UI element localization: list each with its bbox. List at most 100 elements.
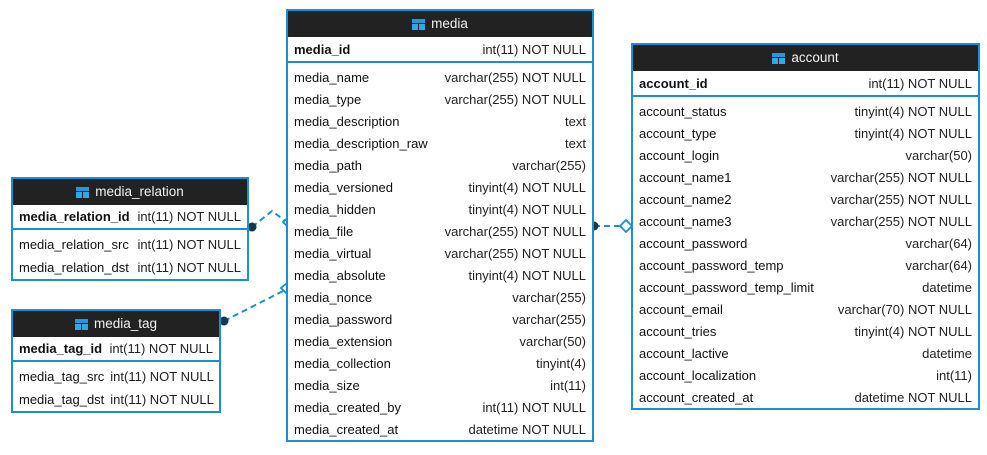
entity-title: media_relation xyxy=(95,184,184,199)
entity-account[interactable]: account account_id int(11) NOT NULL acco… xyxy=(631,43,980,410)
field-row[interactable]: account_name2 varchar(255) NOT NULL xyxy=(633,188,978,210)
field-row[interactable]: media_file varchar(255) NOT NULL xyxy=(288,220,592,242)
field-type: varchar(255) NOT NULL xyxy=(830,213,972,229)
field-name: account_name2 xyxy=(639,191,732,207)
field-row-primary-key[interactable]: media_relation_id int(11) NOT NULL xyxy=(13,205,247,230)
field-row[interactable]: account_login varchar(50) xyxy=(633,144,978,166)
field-name: media_tag_src xyxy=(19,369,105,384)
field-name: account_login xyxy=(639,147,720,163)
field-name: media_tag_id xyxy=(19,341,103,356)
field-type: int(11) NOT NULL xyxy=(137,237,241,252)
field-row[interactable]: account_password_temp_limit datetime xyxy=(633,276,978,298)
field-row[interactable]: media_created_by int(11) NOT NULL xyxy=(288,396,592,418)
field-name: media_created_by xyxy=(294,399,401,415)
field-name: media_hidden xyxy=(294,201,376,217)
field-name: media_file xyxy=(294,223,354,239)
field-name: account_email xyxy=(639,301,723,317)
field-type: datetime xyxy=(922,279,972,295)
field-type: int(11) NOT NULL xyxy=(482,399,586,415)
field-name: media_extension xyxy=(294,333,393,349)
field-row[interactable]: media_relation_src int(11) NOT NULL xyxy=(13,233,247,256)
field-type: varchar(255) NOT NULL xyxy=(444,69,586,85)
field-type: varchar(255) NOT NULL xyxy=(830,191,972,207)
field-type: varchar(70) NOT NULL xyxy=(837,301,972,317)
field-row[interactable]: media_type varchar(255) NOT NULL xyxy=(288,88,592,110)
field-name: media_versioned xyxy=(294,179,394,195)
field-type: int(11) NOT NULL xyxy=(109,341,213,356)
field-type: varchar(255) NOT NULL xyxy=(444,223,586,239)
entity-header-media_relation: media_relation xyxy=(13,179,247,205)
entity-media[interactable]: media media_id int(11) NOT NULL media_na… xyxy=(286,9,594,442)
field-row[interactable]: account_email varchar(70) NOT NULL xyxy=(633,298,978,320)
field-name: media_collection xyxy=(294,355,391,371)
field-type: datetime NOT NULL xyxy=(854,389,972,405)
field-row[interactable]: account_created_at datetime NOT NULL xyxy=(633,386,978,408)
relationship-media_tag-to-media[interactable] xyxy=(219,281,295,326)
entity-media_tag[interactable]: media_tag media_tag_id int(11) NOT NULL … xyxy=(11,309,221,413)
field-name: media_tag_dst xyxy=(19,392,105,407)
field-type: int(11) NOT NULL xyxy=(137,260,241,275)
field-name: account_created_at xyxy=(639,389,754,405)
field-name: account_password_temp_limit xyxy=(639,279,814,295)
field-type: varchar(50) xyxy=(905,147,972,163)
field-row[interactable]: media_size int(11) xyxy=(288,374,592,396)
field-name: media_created_at xyxy=(294,421,399,437)
field-name: media_size xyxy=(294,377,360,393)
field-type: int(11) NOT NULL xyxy=(482,41,586,57)
field-type: datetime xyxy=(922,345,972,361)
entity-header-media_tag: media_tag xyxy=(13,311,219,337)
relationship-media-to-account[interactable] xyxy=(589,218,634,234)
field-name: media_relation_dst xyxy=(19,260,129,275)
entity-media_relation[interactable]: media_relation media_relation_id int(11)… xyxy=(11,177,249,281)
entity-header-media: media xyxy=(288,11,592,37)
field-body-spacer xyxy=(13,362,219,365)
field-row[interactable]: media_relation_dst int(11) NOT NULL xyxy=(13,256,247,279)
field-type: tinyint(4) NOT NULL xyxy=(854,323,972,339)
field-type: int(11) xyxy=(550,377,586,393)
field-row-primary-key[interactable]: media_tag_id int(11) NOT NULL xyxy=(13,337,219,362)
field-type: varchar(255) NOT NULL xyxy=(444,91,586,107)
field-row[interactable]: media_created_at datetime NOT NULL xyxy=(288,418,592,440)
field-name: media_description_raw xyxy=(294,135,428,151)
link-path xyxy=(223,289,286,322)
table-icon xyxy=(772,52,786,64)
field-name: media_type xyxy=(294,91,362,107)
field-name: media_relation_src xyxy=(19,237,129,252)
field-type: text xyxy=(565,113,586,129)
entity-title: media xyxy=(431,16,468,31)
table-icon xyxy=(74,318,88,330)
field-type: datetime NOT NULL xyxy=(468,421,586,437)
entity-title: account xyxy=(791,50,839,65)
field-type: int(11) NOT NULL xyxy=(137,209,241,224)
field-row-primary-key[interactable]: media_id int(11) NOT NULL xyxy=(288,37,592,63)
field-name: account_password_temp xyxy=(639,257,784,273)
field-row-primary-key[interactable]: account_id int(11) NOT NULL xyxy=(633,71,978,97)
